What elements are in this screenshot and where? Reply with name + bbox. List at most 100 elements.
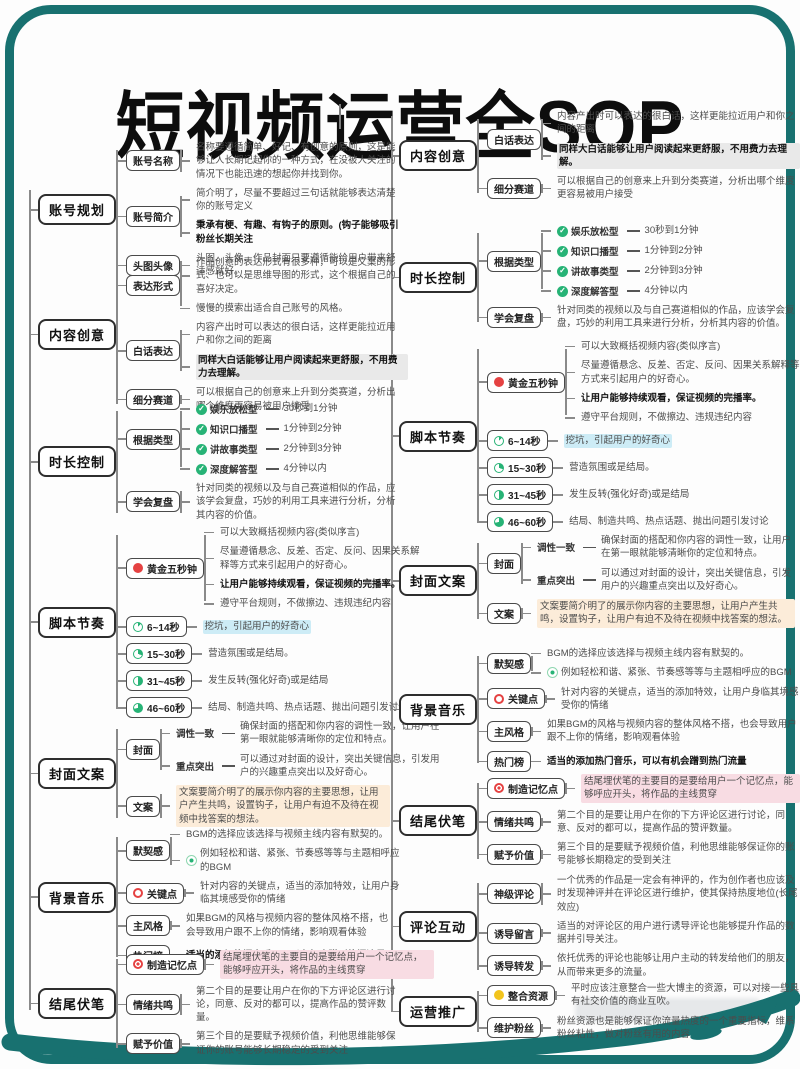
topic-node: 背景音乐 <box>38 881 117 913</box>
branch-group: 热门榜适当的添加热门音乐，可以有机会蹭到热门流量 <box>477 750 800 772</box>
node-label: 细分赛道 <box>494 184 535 196</box>
leaf-label: 深度解答型 <box>571 287 619 298</box>
node-label: 文案 <box>494 609 515 621</box>
node-label: 赋予价值 <box>494 850 535 862</box>
node-label: 根据类型 <box>133 435 174 447</box>
leaf-text: 作品创意的表达形式有很多种，可以是文案的形式、也可以是思维导图的形式，这个根据自… <box>196 257 396 295</box>
node-label: 15~30秒 <box>508 464 547 476</box>
branch-group: 46~60秒 结局、制造共鸣、热点话题、抛出问题引发讨论 <box>477 511 800 533</box>
leaf-text: 名称要遵循简单、好记、有创意的原则，这是能够让人长期记起你的一种方式，在没被人关… <box>196 142 396 180</box>
dash-connector <box>626 290 640 292</box>
branch-group: 细分赛道可以根据自己的创意来上升到分类赛道，分析出哪个维度更容易被用户接受 <box>116 386 408 413</box>
leaf-item: 营造氛围或是结局。 <box>553 461 655 474</box>
leaf-item: 遵守平台规则，不做擦边、违规违纪内容 <box>565 411 800 424</box>
branch-node: 15~30秒 <box>487 457 554 479</box>
dash-connector <box>265 428 279 430</box>
branch-node: 热门榜 <box>487 750 532 772</box>
branch-group: 白话表达内容产出时可以表达的很白话，这样更能拉近用户和你之间的距离同样大白话能够… <box>477 110 800 170</box>
clock-third-icon <box>133 648 144 659</box>
children-group: 文案要简介明了的展示你内容的主要思想，让用户产生共鸣，设置钩子，让用户有迫不及待… <box>160 785 391 828</box>
leaf-label: 深度解答型 <box>210 465 258 476</box>
branch-group: 关键点针对内容的关键点，适当的添加特效，让用户身临其境感受你的情绪 <box>477 686 800 713</box>
branch-group: 细分赛道可以根据自己的创意来上升到分类赛道，分析出哪个维度更容易被用户接受 <box>477 175 800 202</box>
branch-node: 文案 <box>126 795 161 817</box>
children-group: 适当的对评论区的用户进行诱导评论也能够提升作品的数据并引导关注。 <box>541 920 800 947</box>
clock-half-icon <box>494 489 505 500</box>
node-label: 封面 <box>133 746 154 758</box>
leaf-text: 简介明了，尽量不要超过三句话就能够表达清楚你的账号定义 <box>196 187 396 213</box>
children-group: 内容产出时可以表达的很白话，这样更能拉近用户和你之间的距离同样大白话能够让用户阅… <box>180 321 409 381</box>
node-label: 31~45秒 <box>508 491 547 503</box>
right-connector-spine <box>391 116 393 1012</box>
leaf-item: 如果BGM的风格与视频内容的整体风格不搭，也会导致用户跟不上你的情绪，影响观看体… <box>531 718 799 745</box>
leaf-text: 针对内容的关键点，适当的添加特效，让用户身临其境感受你的情绪 <box>561 686 799 711</box>
children-group: 第二个目的是要让用户在你的下方评论区进行讨论，同意、反对的都可以，提高作品的赞评… <box>541 809 800 836</box>
leaf-text: 结尾埋伏笔的主要目的是要给用户一个记忆点，能够呼应开头，将作品的主线贯穿 <box>220 950 435 979</box>
topic-node: 封面文案 <box>38 758 117 790</box>
left-connector-spine <box>29 190 31 1010</box>
children-group: 黄金五秒钟可以大致概括视频内容(类似序言)尽量遵循悬念、反差、否定、反问、因果关… <box>116 526 428 719</box>
branch-group: 6~14秒挖坑，引起用户的好奇心 <box>477 430 800 452</box>
node-label: 账号简介 <box>133 212 174 224</box>
branch-node: 封面 <box>126 739 161 761</box>
children-group: 调性一致确保封面的搭配和你内容的调性一致，让用户在第一眼就能够清晰你的定位和特点… <box>160 720 448 779</box>
clock-third-icon <box>494 462 505 473</box>
yellow-dot-icon <box>494 990 505 1001</box>
branch-group: 6~14秒挖坑，引起用户的好奇心 <box>116 616 428 638</box>
leaf-text: 结局、制造共鸣、热点话题、抛出问题引发讨论 <box>569 516 769 528</box>
branch-group: 白话表达内容产出时可以表达的很白话，这样更能拉近用户和你之间的距离同样大白话能够… <box>116 321 409 381</box>
branch-group: 制造记忆点结尾埋伏笔的主要目的是要给用户一个记忆点，能够呼应开头，将作品的主线贯… <box>116 950 435 979</box>
node-label: 6~14秒 <box>508 437 541 449</box>
branch-node: 制造记忆点 <box>487 777 566 799</box>
branch-connector-stub <box>29 772 38 775</box>
leaf-text: BGM的选择应该选择与视频主线内容有默契的。 <box>547 648 750 659</box>
node-label: 头图头像 <box>133 261 174 273</box>
leaf-label: 调性一致 <box>537 543 576 555</box>
node-label: 维护粉丝 <box>494 1024 535 1036</box>
branch-group: 主风格如果BGM的风格与视频内容的整体风格不搭，也会导致用户跟不上你的情绪，影响… <box>116 912 408 939</box>
branch-node: 文案 <box>487 602 522 624</box>
topic-node: 时长控制 <box>38 446 117 478</box>
dash-connector <box>265 408 279 410</box>
node-label: 46~60秒 <box>508 518 547 530</box>
check-circle-icon: ✓ <box>557 245 569 257</box>
children-group: 内容产出时可以表达的很白话，这样更能拉近用户和你之间的距离同样大白话能够让用户阅… <box>541 110 800 170</box>
leaf-text: 适当的对评论区的用户进行诱导评论也能够提升作品的数据并引导关注。 <box>557 920 795 946</box>
branch-node: 主风格 <box>126 915 171 937</box>
leaf-item: 尽量遵循悬念、反差、否定、反问、因果关系解释等方式来引起用户的好奇心。 <box>565 359 800 386</box>
children-group: 结局、制造共鸣、热点话题、抛出问题引发讨论 <box>192 701 408 714</box>
leaf-item: 内容产出时可以表达的很白话，这样更能拉近用户和你之间的距离 <box>541 110 800 137</box>
children-group: 针对同类的视频以及与自己赛道相似的作品，应该学会复盘，巧妙的利用工具来进行分析，… <box>541 304 800 331</box>
leaf-text: 可以通过对封面的设计，突出关键信息，引发用户的兴趣重点突出以及好奇心。 <box>601 567 792 592</box>
leaf-item: 调性一致确保封面的搭配和你内容的调性一致，让用户在第一眼就能够清晰你的定位和特点… <box>160 720 448 747</box>
leaf-text: 针对同类的视频以及与自己赛道相似的作品，应该学会复盘，巧妙的利用工具来进行分析，… <box>557 305 795 330</box>
leaf-label: 知识口播型 <box>571 247 619 258</box>
mindmap-section: 封面文案封面调性一致确保封面的搭配和你内容的调性一致，让用户在第一眼就能够清晰你… <box>399 534 800 628</box>
leaf-text: 可以大致概括视频内容(类似序言) <box>220 527 360 538</box>
branch-node: 细分赛道 <box>487 177 542 199</box>
branch-connector-stub <box>391 276 399 279</box>
mindmap-section: 封面文案 封面调性一致确保封面的搭配和你内容的调性一致，让用户在第一眼就能够清晰你… <box>29 720 448 828</box>
topic-node: 账号规划 <box>38 194 117 226</box>
node-label: 评论互动 <box>410 920 467 936</box>
branch-group: 关键点针对内容的关键点，适当的添加特效，让用户身临其境感受你的情绪 <box>116 880 408 907</box>
leaf-text: 让用户能够持续观看，保证视频的完播率。 <box>581 392 762 404</box>
mindmap-section: 结尾伏笔制造记忆点结尾埋伏笔的主要目的是要给用户一个记忆点，能够呼应开头，将作品… <box>399 774 800 868</box>
red-dot-icon <box>133 563 144 574</box>
topic-node: 内容创意 <box>399 140 478 172</box>
children-group: 黄金五秒钟可以大致概括视频内容(类似序言)尽量遵循悬念、反差、否定、反问、因果关… <box>477 340 800 533</box>
leaf-item: 文案要简介明了的展示你内容的主要思想，让用户产生共鸣，设置钩子，让用户有迫不及待… <box>521 599 796 628</box>
leaf-label: 娱乐放松型 <box>210 405 258 416</box>
topic-node: 时长控制 <box>399 261 478 293</box>
branch-node: 46~60秒 <box>487 511 554 533</box>
node-label: 账号规划 <box>49 203 106 219</box>
